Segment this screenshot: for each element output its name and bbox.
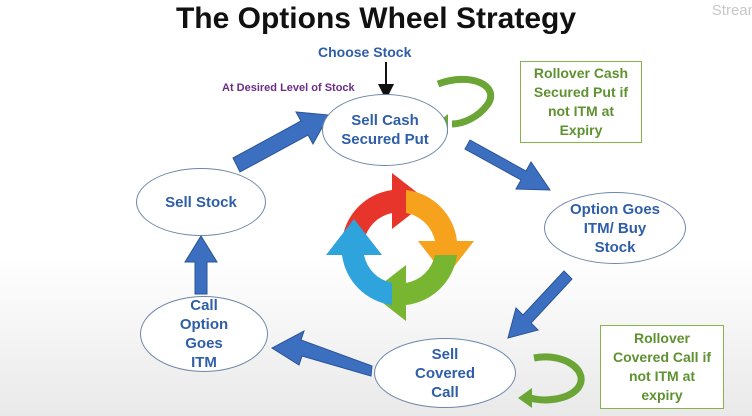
note-rollover-cash-secured-put: Rollover Cash Secured Put if not ITM at … [520,61,642,143]
node-call-option-goes-itm: Call Option Goes ITM [140,296,268,372]
cycle-icon [326,173,474,321]
rollover-call-loop [529,353,585,404]
arrow-cc-to-call [271,329,373,377]
choose-stock-label: Choose Stock [318,44,412,60]
note-rollover-covered-call: Rollover Covered Call if not ITM at expi… [600,325,724,409]
arrow-itm-to-cc [507,270,573,339]
watermark: Strean [711,2,752,19]
arrow-csp-to-itm [464,139,551,191]
desired-level-label: At Desired Level of Stock [222,82,355,94]
arrow-call-to-stock [184,235,218,295]
node-sell-cash-secured-put: Sell Cash Secured Put [322,94,448,166]
node-sell-covered-call: Sell Covered Call [374,338,516,408]
page-title: The Options Wheel Strategy [175,2,577,35]
node-option-goes-itm: Option Goes ITM/ Buy Stock [544,192,686,264]
arrow-stock-to-csp [232,111,330,173]
rollover-put-loop [436,75,494,128]
node-sell-stock: Sell Stock [136,168,266,236]
